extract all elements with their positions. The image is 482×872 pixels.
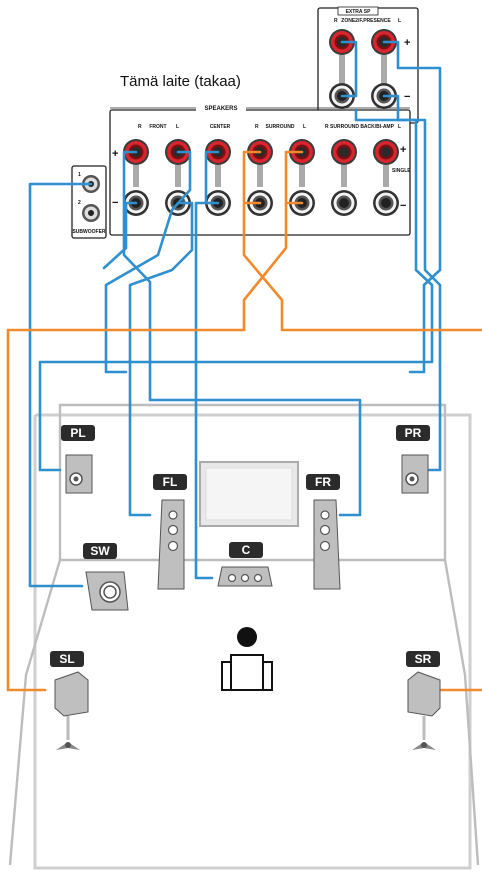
speaker-sw-label: SW bbox=[90, 544, 110, 558]
zone-plus-sign: + bbox=[404, 37, 410, 49]
subwoofer-1-label: 1 bbox=[78, 172, 81, 178]
zone-r-mark: R bbox=[334, 18, 338, 24]
speaker-fr-label: FR bbox=[315, 475, 331, 489]
zone-label: ZONE2/F.PRESENCE bbox=[341, 18, 391, 24]
speaker-c-label: C bbox=[242, 543, 251, 557]
speaker-pl-label: PL bbox=[70, 426, 85, 440]
subwoofer-label: SUBWOOFER bbox=[72, 229, 105, 235]
surround-r-mark: R bbox=[255, 124, 259, 130]
device-title: Tämä laite (takaa) bbox=[120, 73, 241, 90]
speaker-sw: SW bbox=[83, 543, 129, 611]
sb-l-minus-terminal[interactable] bbox=[372, 189, 400, 217]
speaker-sr: SR bbox=[406, 651, 441, 750]
speaker-pl: PL bbox=[61, 425, 95, 494]
center-label: CENTER bbox=[210, 124, 231, 130]
main-plus-sign: + bbox=[112, 148, 118, 160]
front-wiring bbox=[28, 40, 442, 588]
speaker-pr: PR bbox=[396, 425, 430, 494]
sb-plus-sign: + bbox=[400, 144, 406, 156]
speakers-label: SPEAKERS bbox=[204, 106, 237, 112]
front-r-mark: R bbox=[138, 124, 142, 130]
room-outline bbox=[8, 403, 480, 870]
subwoofer-panel: 1 2 SUBWOOFER bbox=[71, 165, 107, 239]
speaker-c: C bbox=[217, 542, 273, 587]
single-label: SINGLE bbox=[392, 168, 411, 174]
zone-l-mark: L bbox=[398, 18, 401, 24]
surround-l-mark: L bbox=[303, 124, 306, 130]
extra-sp-panel: EXTRA SP ZONE2/F.PRESENCE R L + − bbox=[317, 6, 419, 124]
speakers-panel: SPEAKERS R FRONT L CENTER R SURROUND L R… bbox=[109, 103, 411, 236]
front-l-mark: L bbox=[176, 124, 179, 130]
surround-wiring bbox=[6, 150, 482, 692]
extra-sp-label: EXTRA SP bbox=[346, 9, 371, 15]
speaker-sl-label: SL bbox=[59, 652, 74, 666]
speaker-sr-label: SR bbox=[415, 652, 432, 666]
front-label: FRONT bbox=[149, 124, 166, 130]
listener-icon bbox=[221, 627, 273, 691]
speaker-sl: SL bbox=[50, 651, 89, 750]
surround-back-label: SURROUND BACK/BI-AMP bbox=[330, 124, 395, 130]
sb-r-mark: R bbox=[325, 124, 329, 130]
speaker-fl: FL bbox=[153, 474, 187, 590]
main-minus-sign: − bbox=[112, 197, 118, 209]
subwoofer-2-label: 2 bbox=[78, 200, 81, 206]
sb-r-minus-terminal[interactable] bbox=[330, 189, 358, 217]
speaker-fl-label: FL bbox=[163, 475, 178, 489]
speaker-fr: FR bbox=[306, 474, 341, 590]
sb-l-mark: L bbox=[398, 124, 401, 130]
sb-l-plus-terminal[interactable] bbox=[373, 139, 399, 165]
speaker-pr-label: PR bbox=[405, 426, 422, 440]
sb-r-plus-terminal[interactable] bbox=[331, 139, 357, 165]
tv-icon bbox=[199, 461, 299, 527]
surround-label: SURROUND bbox=[266, 124, 295, 130]
sb-minus-sign: − bbox=[400, 200, 406, 212]
zone-minus-sign: − bbox=[404, 91, 410, 103]
